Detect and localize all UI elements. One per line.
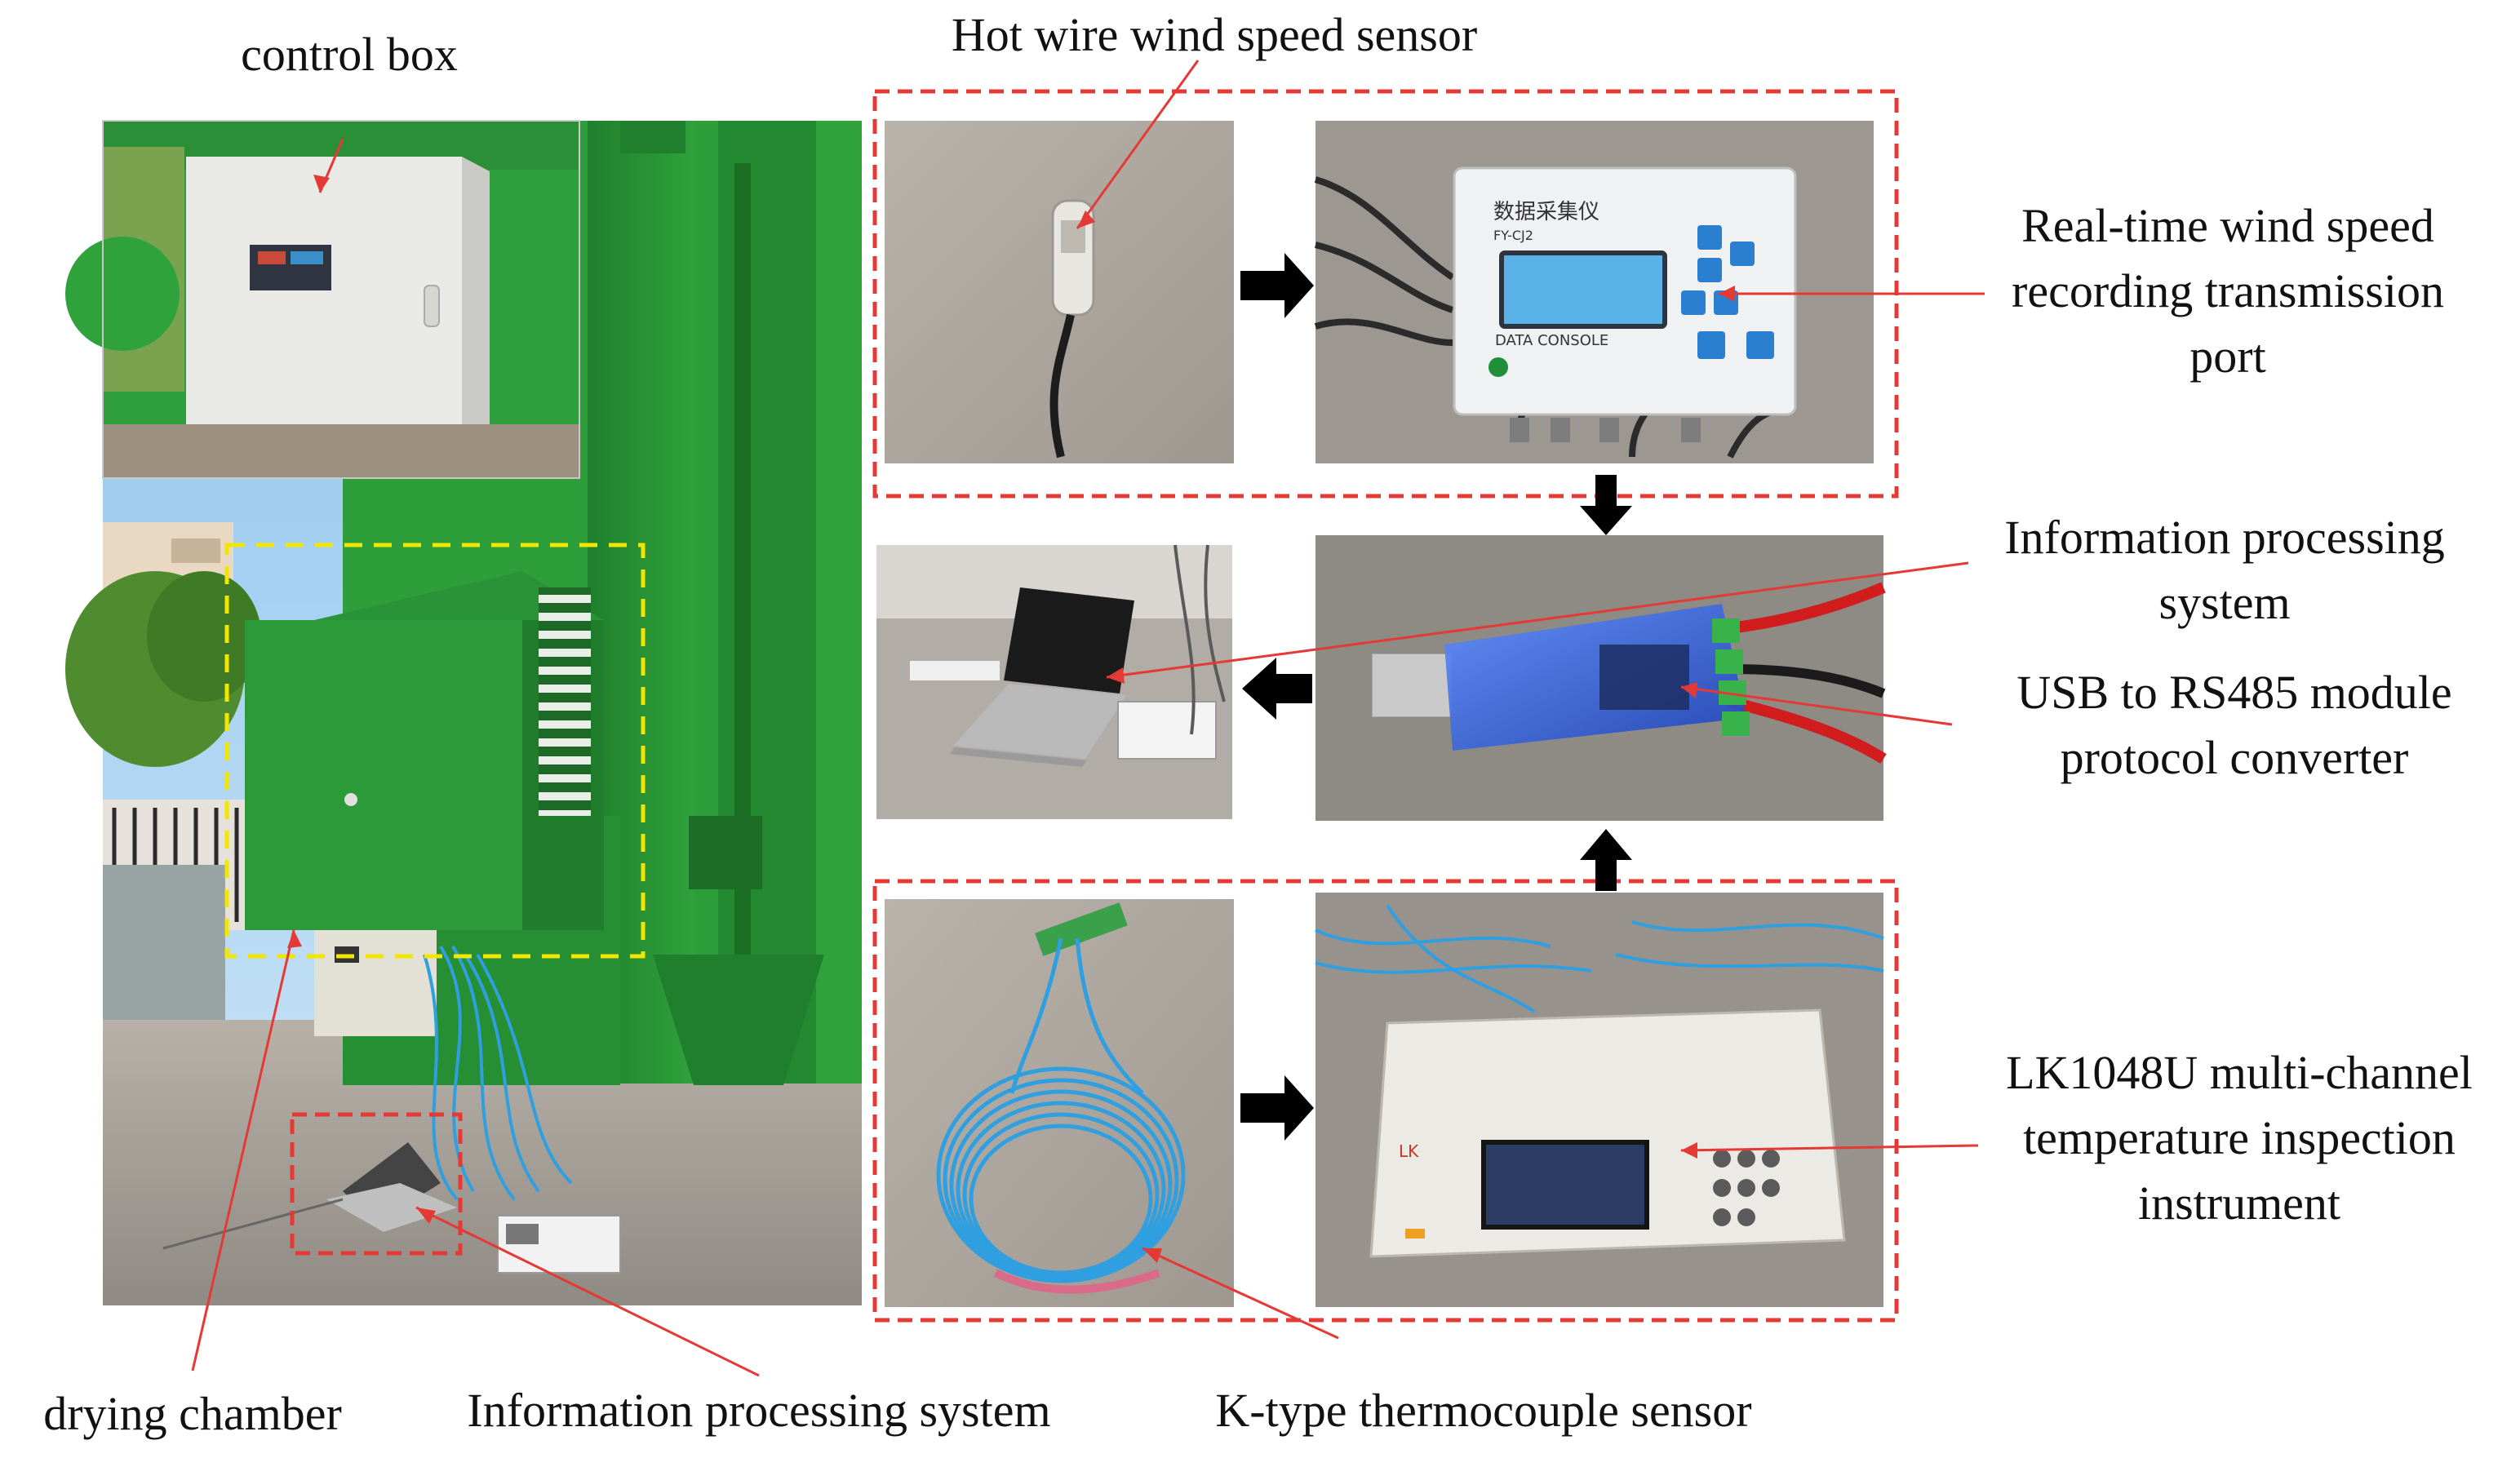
usb-rs485-photo (1315, 535, 1887, 821)
annotation-lines (191, 60, 1985, 1377)
logger-keypad (1681, 225, 1774, 359)
annotation-arrowheads (287, 175, 1735, 1263)
label-lk-2: temperature inspection (2023, 1111, 2456, 1164)
thermocouple-photo (885, 899, 1234, 1307)
logger-model: FY-CJ2 (1493, 228, 1533, 243)
label-lk-3: instrument (2138, 1177, 2340, 1230)
arrow-right-icon (1240, 253, 1314, 318)
logger-brand: DATA CONSOLE (1495, 332, 1608, 349)
data-logger-photo: 数据采集仪 FY-CJ2 DATA CONSOLE (1314, 121, 1874, 463)
label-drying-chamber: drying chamber (43, 1387, 342, 1440)
label-info-system-bottom: Information processing system (467, 1384, 1050, 1437)
info-system-frame-small (290, 1112, 463, 1256)
drying-chamber-frame (224, 543, 646, 959)
label-usb-2: protocol converter (2061, 731, 2409, 784)
label-usb-1: USB to RS485 module (2016, 666, 2451, 719)
control-box-photo (65, 120, 580, 479)
label-info-system-right-1: Information processing (2004, 511, 2445, 564)
hot-wire-sensor-photo (885, 121, 1234, 463)
lk1048u-photo: LK (1315, 893, 1884, 1307)
label-control-box: control box (241, 28, 458, 81)
label-realtime-port-2: recording transmission (2012, 264, 2444, 317)
arrow-right-icon (1240, 1075, 1314, 1141)
arrow-left-icon (1242, 658, 1312, 720)
label-thermocouple: K-type thermocouple sensor (1215, 1384, 1751, 1437)
label-info-system-right-2: system (2158, 576, 2290, 629)
label-realtime-port-1: Real-time wind speed (2021, 199, 2434, 252)
arrow-down-icon (1580, 475, 1632, 535)
lk-brand: LK (1399, 1141, 1419, 1161)
arrow-up-icon (1580, 829, 1632, 891)
label-hot-wire-sensor: Hot wire wind speed sensor (952, 8, 1477, 61)
drying-chamber-box (245, 571, 604, 930)
logger-title: 数据采集仪 (1493, 200, 1599, 224)
label-realtime-port-3: port (2189, 330, 2265, 383)
laptop-photo (876, 544, 1232, 819)
label-lk-1: LK1048U multi-channel (2006, 1046, 2473, 1099)
temperature-group-frame (872, 879, 1899, 1323)
